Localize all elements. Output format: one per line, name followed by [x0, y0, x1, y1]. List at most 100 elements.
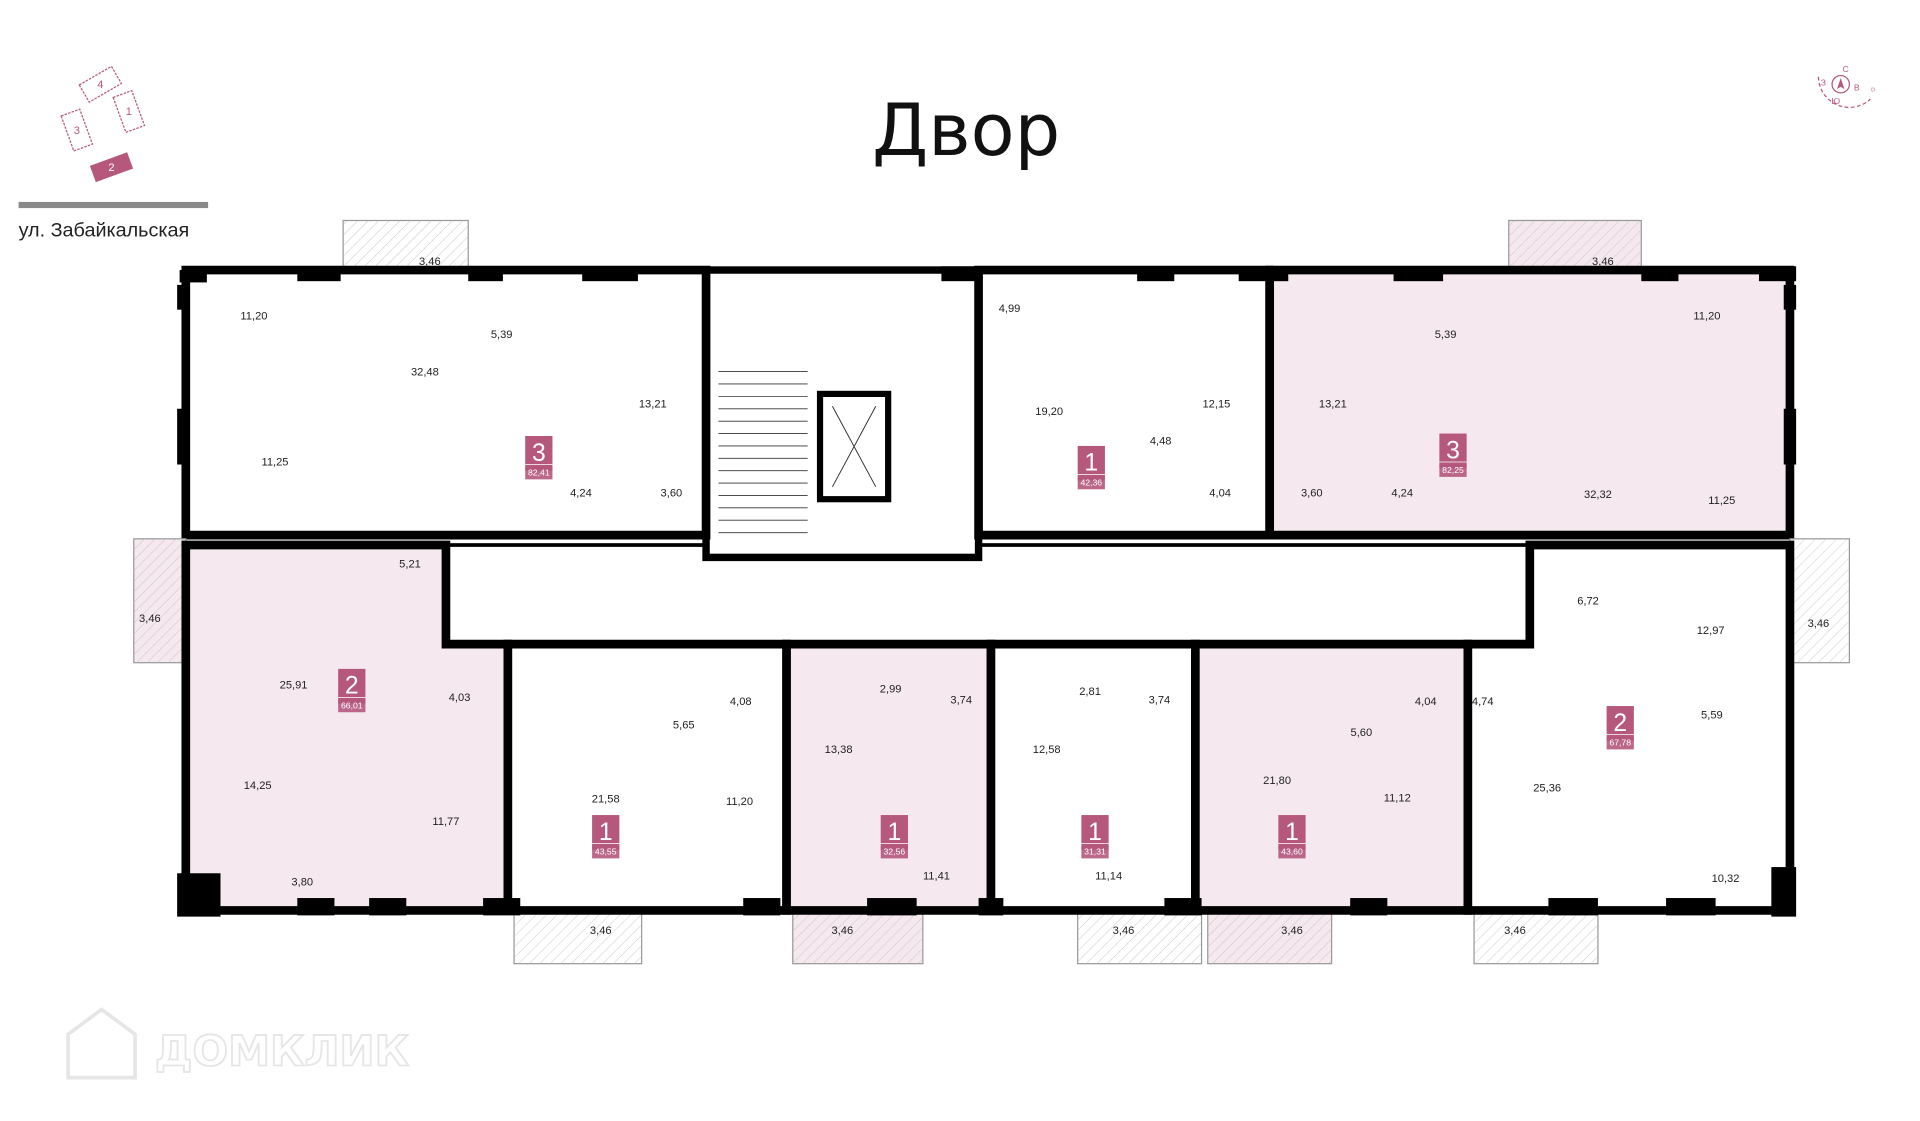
- room-count-badge: [1439, 433, 1467, 469]
- room-area-label: 21,80: [1263, 775, 1291, 787]
- balcony-hatch: [514, 910, 642, 964]
- wall-pillar: [297, 266, 341, 282]
- wall-pillar: [867, 898, 917, 916]
- svg-text:1: 1: [126, 106, 132, 118]
- wall-pillar: [1238, 266, 1289, 282]
- wall-pillar: [978, 898, 1004, 916]
- svg-text:3: 3: [74, 125, 80, 137]
- elevator-shaft: [816, 390, 892, 503]
- building-1[interactable]: 1: [112, 89, 146, 134]
- wall-pillar: [369, 898, 407, 916]
- room-area-label: 2,99: [880, 683, 902, 695]
- room-count-badge: [1278, 815, 1306, 850]
- room-area-label: 4,03: [449, 692, 471, 704]
- stair-elevator-core: [702, 266, 983, 562]
- area-badge: [1077, 476, 1105, 490]
- wall-pillar: [1164, 898, 1202, 916]
- compass-north: С: [1843, 64, 1849, 74]
- room-area-label: 3,80: [291, 877, 313, 889]
- room-count-badge: [1606, 706, 1634, 741]
- room-area-label: 4,99: [999, 303, 1021, 315]
- balcony-hatch: [1077, 910, 1202, 964]
- apartment-area: 42,36: [1080, 478, 1102, 488]
- room-area-label: 4,48: [1150, 436, 1172, 448]
- room-count: 1: [1285, 819, 1299, 846]
- area-badge: [592, 846, 620, 859]
- room-count: 1: [599, 819, 613, 846]
- compass-west: З: [1821, 77, 1826, 87]
- compass-south: Ю: [1831, 96, 1840, 106]
- room-area-label: 32,32: [1584, 489, 1612, 501]
- room-count: 1: [887, 819, 901, 846]
- stairwell: [702, 266, 983, 562]
- apartment-area: 43,60: [1281, 847, 1303, 857]
- compass-circle-icon: [1831, 74, 1851, 94]
- room-area-label: 25,36: [1533, 783, 1561, 795]
- room-area-label: 10,32: [1712, 873, 1740, 885]
- room-area-label: 4,74: [1472, 696, 1494, 708]
- balcony-hatch: [343, 220, 469, 271]
- room-area-label: 4,04: [1415, 696, 1437, 708]
- room-area-label: 12,58: [1033, 744, 1061, 756]
- room-count-badge: [880, 815, 908, 850]
- apartment-outline: [503, 639, 791, 915]
- apartment-area: 31,31: [1084, 847, 1106, 857]
- building-2-selected[interactable]: 2: [89, 152, 134, 183]
- room-area-label: 25,91: [280, 680, 308, 692]
- compass-arrow-icon: [1837, 78, 1845, 90]
- wall-pillar: [1548, 898, 1598, 916]
- room-count-badge: [1081, 815, 1109, 850]
- apartment-area: 32,56: [884, 847, 906, 857]
- room-area-label: 13,21: [639, 399, 667, 411]
- room-area-label: 5,39: [1435, 329, 1457, 341]
- room-area-label: 3,46: [831, 925, 853, 937]
- wall-pillar: [1666, 898, 1716, 916]
- wall-pillar: [582, 266, 638, 282]
- room-area-label: 19,20: [1035, 406, 1063, 418]
- page-title: Двор: [872, 88, 1060, 172]
- room-area-label: 11,77: [432, 816, 459, 828]
- apartment-area: 67,78: [1609, 738, 1631, 748]
- site-map: 4 3 1 2: [60, 65, 146, 183]
- compass: С В Ю З ☼: [1817, 64, 1877, 108]
- room-area-label: 5,39: [491, 329, 513, 341]
- wall-pillar: [177, 408, 190, 465]
- corridor: [444, 543, 1532, 646]
- room-area-label: 4,08: [730, 696, 752, 708]
- room-area-label: 2,81: [1079, 686, 1101, 698]
- balcony-hatch: [133, 538, 186, 663]
- room-area-label: 4,04: [1209, 488, 1231, 500]
- room-area-label: 3,46: [590, 925, 612, 937]
- room-area-label: 3,46: [419, 256, 441, 268]
- room-count-badge: [1077, 445, 1105, 481]
- room-area-label: 12,15: [1202, 399, 1230, 411]
- room-area-label: 3,46: [1592, 256, 1614, 268]
- compass-east: В: [1854, 82, 1860, 92]
- sun-icon: ☼: [1869, 84, 1877, 94]
- room-area-label: 11,41: [923, 870, 950, 882]
- room-area-label: 3,60: [1301, 488, 1323, 500]
- balcony-hatch: [792, 910, 923, 964]
- wall-pillar: [1783, 408, 1797, 465]
- room-count: 2: [1613, 710, 1627, 737]
- elevator-icon: [831, 406, 877, 488]
- area-badge: [338, 699, 366, 713]
- compass-arc: [1817, 76, 1871, 108]
- wall-pillar: [297, 898, 335, 916]
- apartment-outline: [986, 639, 1200, 915]
- domclick-logo-icon: [66, 1007, 137, 1080]
- room-area-label: 32,48: [411, 366, 439, 378]
- room-count: 3: [1446, 437, 1460, 464]
- wall-pillar: [1137, 266, 1175, 282]
- apartment-9[interactable]: 267,786,7212,973,464,745,5925,3610,323,4…: [1463, 538, 1851, 965]
- building-4[interactable]: 4: [78, 65, 123, 103]
- building-3[interactable]: 3: [60, 108, 94, 152]
